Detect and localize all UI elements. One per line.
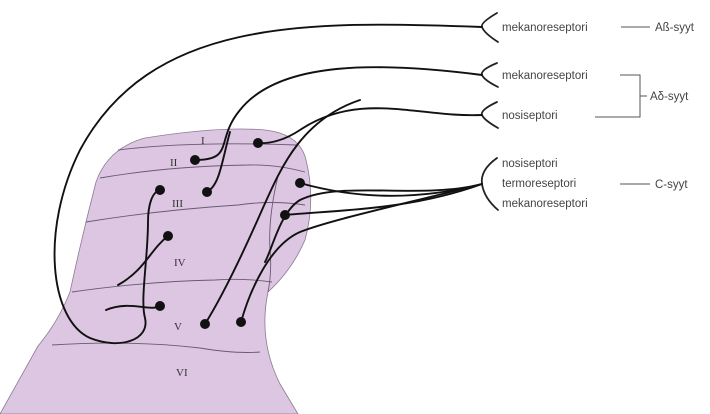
lamina-label-ii: II: [170, 157, 178, 169]
receptor-ending-3: [482, 102, 498, 128]
terminal-dot: [200, 319, 210, 329]
terminal-dot: [202, 187, 212, 197]
receptor-label-adelta-nociceptor: nosiseptori: [502, 110, 558, 122]
terminal-dot: [155, 185, 165, 195]
receptor-ending-1: [482, 13, 498, 42]
lamina-label-v: V: [174, 321, 182, 333]
receptor-label-c-mechanoreceptor: mekanoreseptori: [502, 198, 588, 210]
fiber-type-label-abeta: Aß-syyt: [655, 22, 695, 34]
adelta-bracket: [595, 75, 647, 117]
receptor-ending-2: [482, 63, 498, 87]
lamina-label-vi: VI: [176, 367, 188, 379]
fiber-type-label-adelta: Aδ-syyt: [650, 91, 689, 103]
terminal-dot: [190, 155, 200, 165]
lamina-label-i: I: [201, 135, 205, 147]
receptor-label-abeta-mechanoreceptor: mekanoreseptori: [502, 22, 588, 34]
receptor-label-c-thermoreceptor: termoreseptori: [502, 178, 576, 190]
dorsal-horn-shape: [0, 129, 311, 414]
adelta-noci-fiber: [258, 108, 482, 143]
fiber-type-label-c: C-syyt: [655, 179, 688, 191]
fiber-type-labels: Aß-syyt Aδ-syyt C-syyt: [650, 22, 695, 191]
terminal-dot: [253, 138, 263, 148]
receptor-label-adelta-mechanoreceptor: mekanoreseptori: [502, 70, 588, 82]
terminal-dot: [163, 231, 173, 241]
receptor-ending-4: [482, 158, 498, 210]
terminal-dot: [236, 317, 246, 327]
receptor-endings: [482, 13, 498, 210]
terminal-dot: [280, 210, 290, 220]
lamina-label-iii: III: [172, 198, 183, 210]
terminal-dot: [295, 178, 305, 188]
lamina-label-iv: IV: [174, 257, 186, 269]
terminal-dot: [155, 301, 165, 311]
receptor-label-c-nociceptor: nosiseptori: [502, 158, 558, 170]
receptor-labels: mekanoreseptori mekanoreseptori nosisept…: [502, 22, 588, 210]
fiber-type-connectors: [595, 27, 650, 184]
